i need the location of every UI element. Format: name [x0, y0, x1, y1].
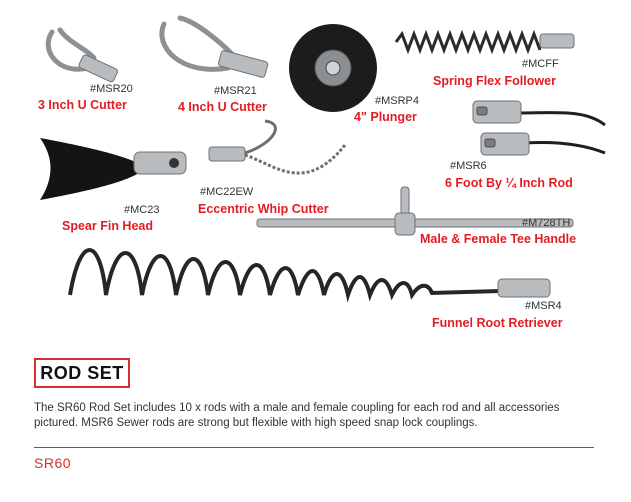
- product-code: #MSR4: [525, 300, 562, 312]
- product-name: 4 Inch U Cutter: [178, 100, 267, 114]
- product-code: #MC23: [124, 204, 160, 216]
- product-sku: SR60: [34, 455, 72, 471]
- divider-line: [34, 447, 594, 448]
- section-heading: ROD SET: [40, 362, 124, 383]
- plunger-image: [289, 24, 377, 112]
- product-name: 3 Inch U Cutter: [38, 98, 127, 112]
- product-code: #MSR20: [90, 83, 133, 95]
- section-description: The SR60 Rod Set includes 10 x rods with…: [34, 402, 560, 429]
- spring-flex-follower-image: [394, 29, 575, 55]
- eccentric-whip-cutter-image: [208, 119, 347, 175]
- spear-fin-head-image: [40, 138, 187, 200]
- u-cutter-4-inch-image: [159, 15, 269, 78]
- product-code: #M728TH: [522, 217, 571, 229]
- product-code: #MC22EW: [200, 186, 254, 198]
- product-name: 4" Plunger: [354, 110, 417, 124]
- product-name: 6 Foot By ¼ Inch Rod: [445, 176, 573, 190]
- product-name: Spear Fin Head: [62, 219, 153, 233]
- product-name: Eccentric Whip Cutter: [198, 202, 329, 216]
- product-code: #MCFF: [522, 58, 559, 70]
- tee-handle-image: [256, 186, 574, 236]
- product-name: Funnel Root Retriever: [432, 316, 563, 330]
- product-code: #MSR21: [214, 85, 257, 97]
- product-name: Spring Flex Follower: [433, 74, 556, 88]
- product-code: #MSRP4: [375, 95, 420, 107]
- section-heading-box: ROD SET: [34, 358, 130, 388]
- rod-6-foot-image: [472, 100, 606, 156]
- funnel-root-retriever-image: [68, 248, 551, 303]
- u-cutter-3-inch-image: [45, 27, 118, 83]
- product-code: #MSR6: [450, 160, 487, 172]
- product-name: Male & Female Tee Handle: [420, 232, 577, 246]
